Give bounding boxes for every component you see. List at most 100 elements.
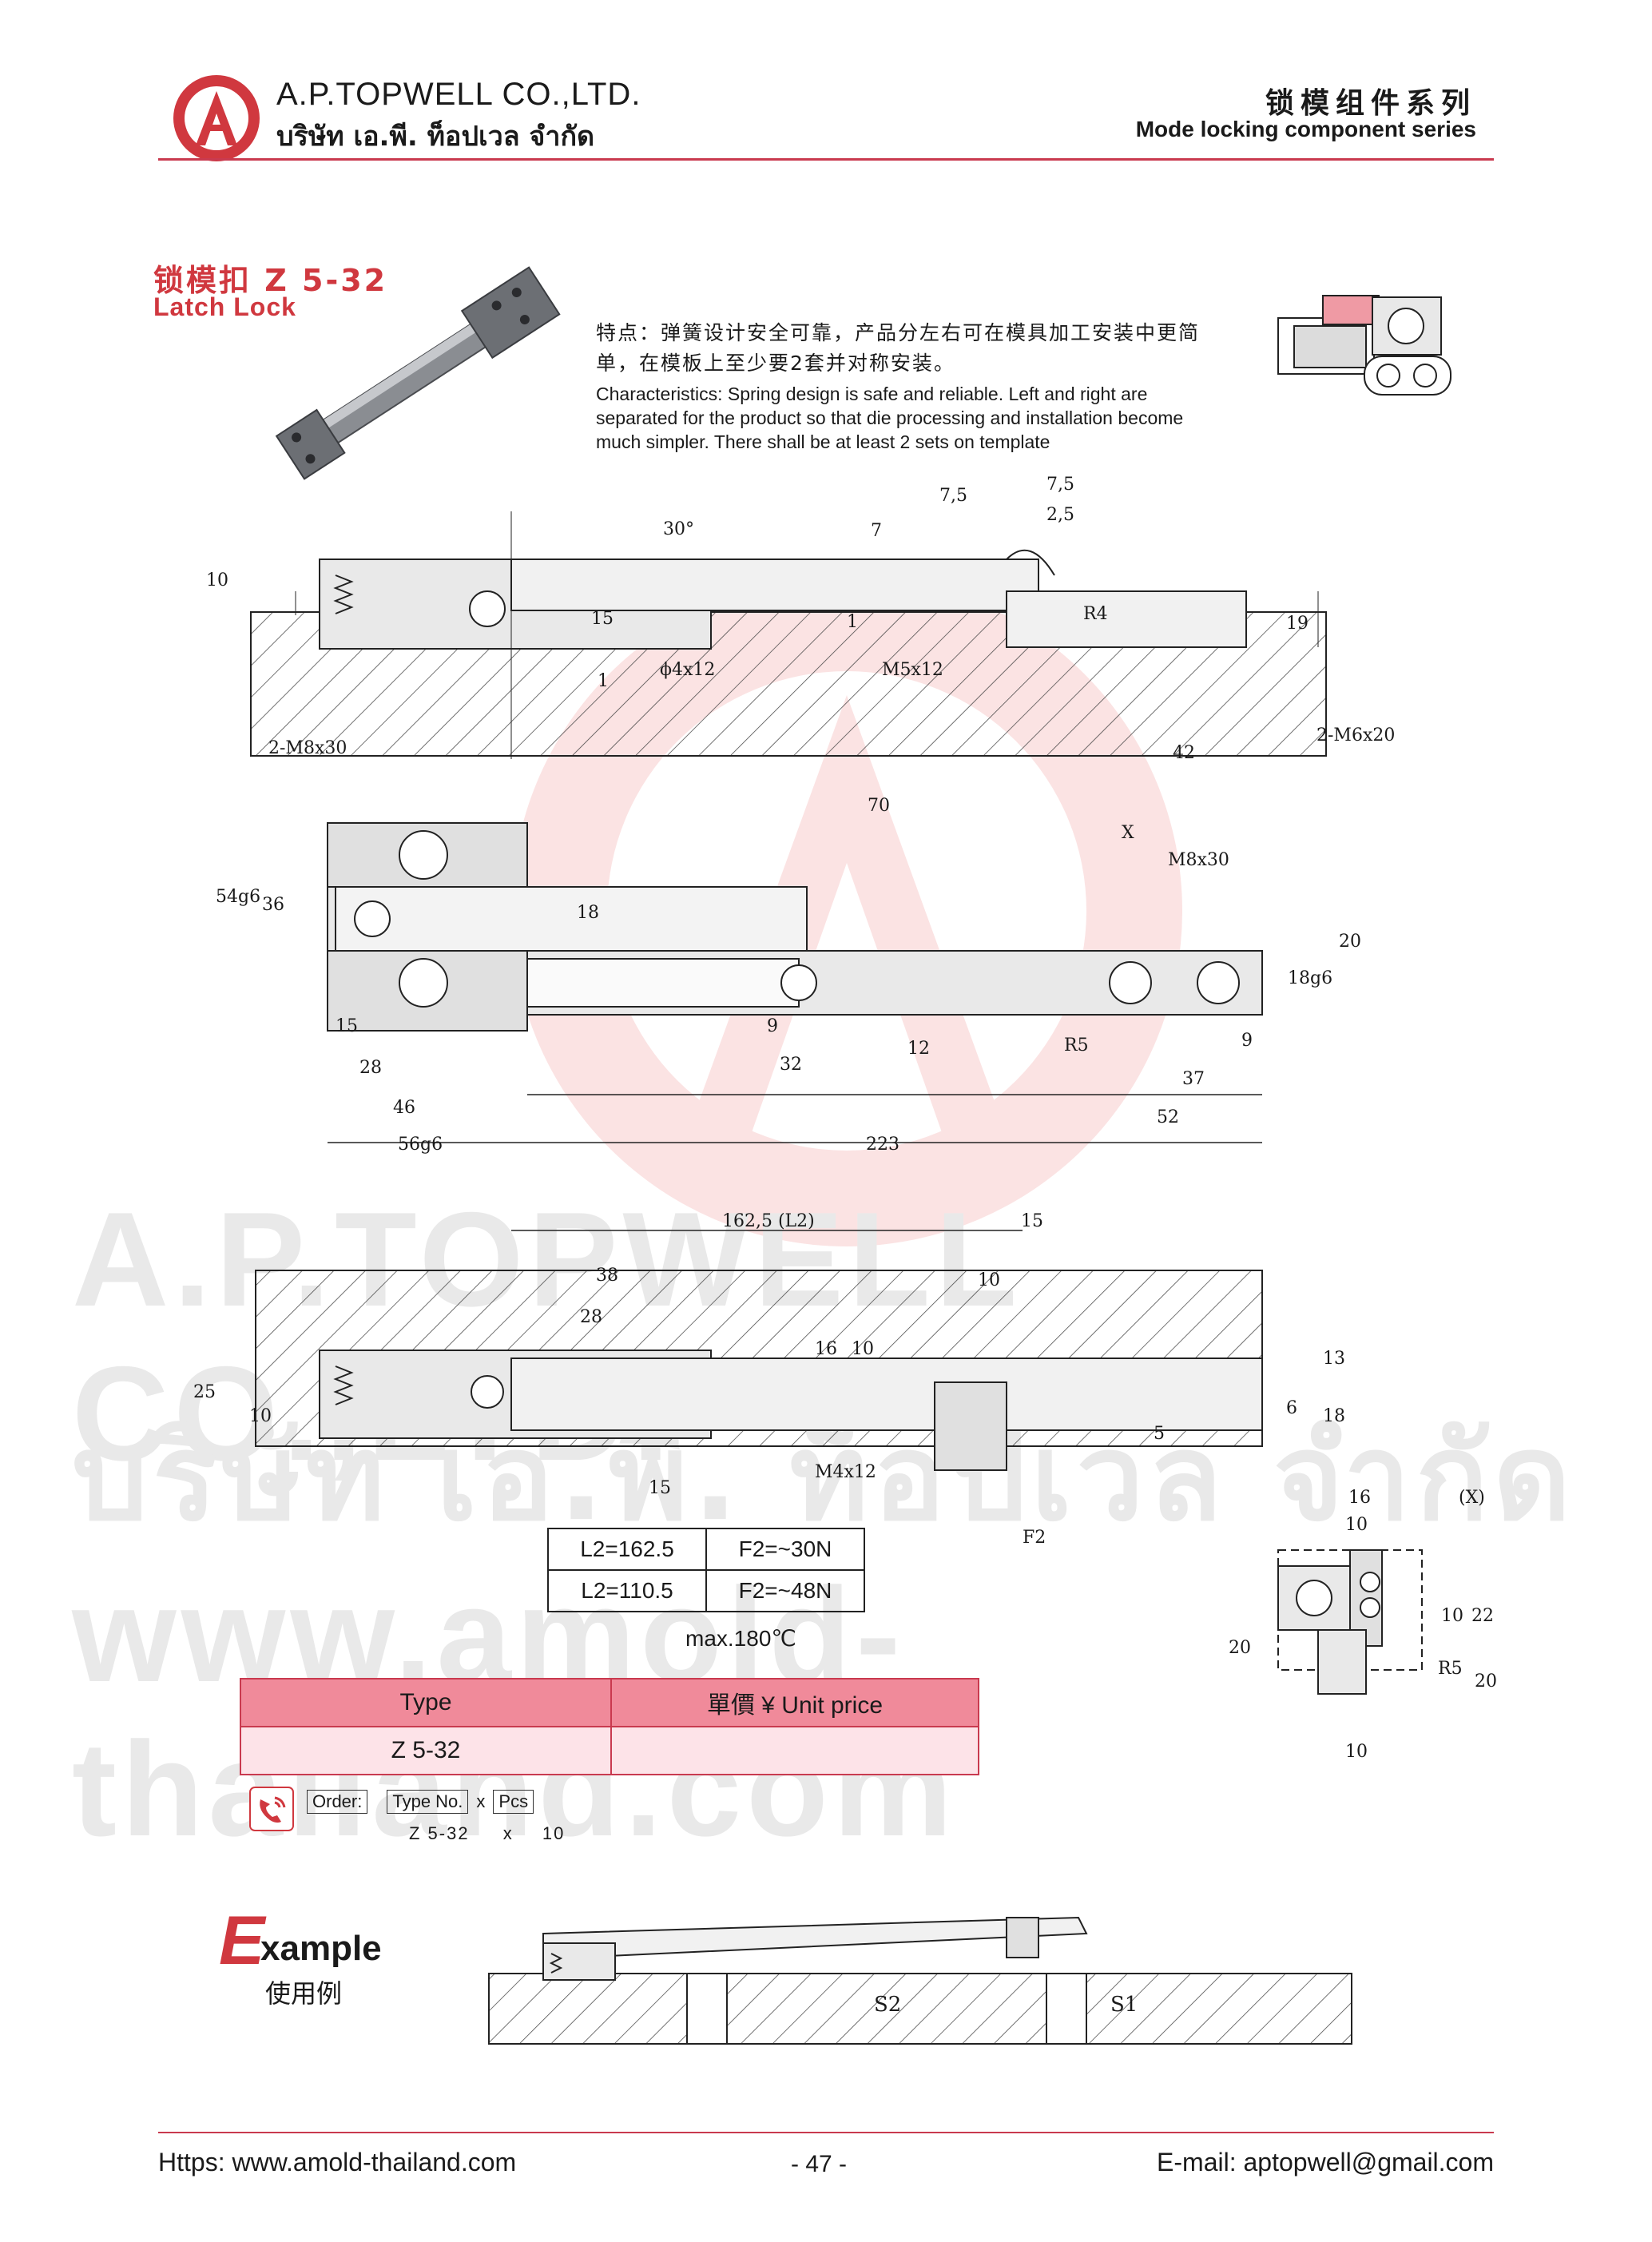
dim-label: 10 [1345,1515,1368,1535]
example-heading-cn: 使用例 [265,1978,343,2009]
dim-label: 15 [649,1478,671,1498]
dim-label: 54g6 [216,887,261,907]
dim-label: R5 [1064,1036,1089,1055]
dim-label: 13 [1323,1349,1345,1369]
price-table: Type 單價 ¥ Unit price Z 5-32 [240,1678,979,1775]
dim-label: 7,5 [1046,475,1074,495]
order-x: x [476,1791,486,1811]
dim-label: S2 [874,1993,902,2017]
dim-label: 18 [577,903,599,923]
dim-label: 38 [596,1266,618,1286]
dim-label: 10 [1345,1742,1368,1762]
order-example-x: x [502,1823,514,1843]
footer-website[interactable]: Https: www.amold-thailand.com [158,2148,517,2176]
dim-label: 10 [978,1270,1000,1290]
dim-label: 56g6 [398,1135,443,1155]
dim-label: 20 [1475,1672,1497,1691]
dim-label: 15 [336,1016,358,1036]
series-title-cn: 锁模组件系列 [1265,87,1476,120]
company-logo-icon [173,75,260,161]
dim-label: 32 [780,1055,802,1075]
dim-label: 5 [1154,1424,1165,1444]
drawing-elevation [250,511,1327,759]
dim-label: S1 [1110,1993,1138,2017]
dim-label: 10 [1441,1606,1463,1626]
dim-label: M8x30 [1168,850,1229,870]
schematic-icon [1277,295,1451,396]
dim-label: 20 [1229,1638,1251,1658]
company-name-en: A.P.TOPWELL CO.,LTD. [276,77,641,112]
dim-label: M5x12 [882,660,943,680]
dim-label: 30° [663,519,694,539]
features-cn: 特点：弹簧设计安全可靠，产品分左右可在模具加工安装中更简单，在模板上至少要2套并… [596,321,1201,375]
dim-label: 9 [767,1016,778,1036]
dim-label: 15 [591,609,614,629]
drawing-plan [327,822,1263,1143]
drawing-side [255,1230,1263,1471]
product-title-en: Latch Lock [153,292,296,321]
product-photo [275,266,561,480]
spec-table: L2=162.5 F2=~30N L2=110.5 F2=~48N [547,1528,865,1612]
dim-label: 2,5 [1046,505,1074,525]
dim-label: X [1122,823,1134,843]
header-rule [158,158,1494,161]
dim-label: 15 [1021,1211,1043,1231]
dim-label: (X) [1459,1488,1485,1508]
dim-label: 46 [393,1098,415,1118]
price-cell-price [610,1726,979,1775]
dim-label: 42 [1173,743,1195,763]
dim-label: 6 [1286,1398,1297,1418]
dim-label: 162,5 (L2) [722,1211,815,1231]
dim-label: 37 [1182,1069,1205,1089]
price-head-price: 單價 ¥ Unit price [610,1678,979,1727]
dim-label: 20 [1339,932,1361,952]
phone-icon [249,1787,294,1831]
order-pcs: Pcs [493,1790,534,1814]
dim-label: 52 [1157,1107,1179,1127]
dim-label: 1 [847,612,858,632]
dim-label: 223 [866,1135,899,1155]
dim-label: 7 [871,521,882,541]
dim-label: 2-M6x20 [1316,725,1396,745]
order-example: Z 5-32 x 10 [409,1823,565,1844]
price-table-row: Z 5-32 [240,1726,979,1775]
footer-rule [158,2132,1494,2133]
series-title-en: Mode locking component series [1135,117,1476,141]
example-heading: xample [260,1929,382,1968]
dim-label: 22 [1471,1606,1494,1626]
footer-email[interactable]: E-mail: aptopwell@gmail.com [1157,2148,1494,2176]
dim-label: 10 [206,570,228,590]
dim-label: 9 [1241,1031,1253,1051]
spec-f2: F2=~30N [705,1528,865,1571]
spec-row: L2=162.5 F2=~30N [547,1528,865,1571]
order-example-qty: 10 [542,1823,566,1843]
dim-label: 28 [580,1307,602,1327]
dim-label: 28 [359,1058,382,1078]
dim-label: 10 [249,1406,272,1426]
order-type-no: Type No. [387,1790,469,1814]
example-heading-initial: E [219,1902,265,1979]
dim-label: 25 [193,1382,216,1402]
dim-label: 18 [1323,1406,1345,1426]
dim-label: F2 [1023,1528,1046,1548]
page-number: - 47 - [791,2151,848,2177]
order-line: Order: Type No. x Pcs [307,1790,534,1814]
dim-label: R4 [1083,604,1108,624]
spec-row: L2=110.5 F2=~48N [547,1569,865,1612]
dim-label: 16 [815,1339,837,1359]
drawing-example [488,1916,1352,2045]
dim-label: 7,5 [939,486,967,506]
dim-label: 19 [1286,614,1308,634]
spec-l2: L2=110.5 [547,1569,707,1612]
order-label: Order: [307,1790,368,1814]
price-cell-type: Z 5-32 [240,1726,612,1775]
dim-label: 12 [907,1039,930,1059]
company-name-th: บริษัท เอ.พี. ท็อปเวล จำกัด [276,121,595,153]
spec-f2: F2=~48N [705,1569,865,1612]
price-head-type: Type [240,1678,612,1727]
dim-label: 36 [262,895,284,915]
spec-l2: L2=162.5 [547,1528,707,1571]
price-table-header: Type 單價 ¥ Unit price [240,1678,979,1727]
dim-label: 70 [868,796,890,816]
product-title-cn: 锁模扣 Z 5-32 [153,263,388,298]
